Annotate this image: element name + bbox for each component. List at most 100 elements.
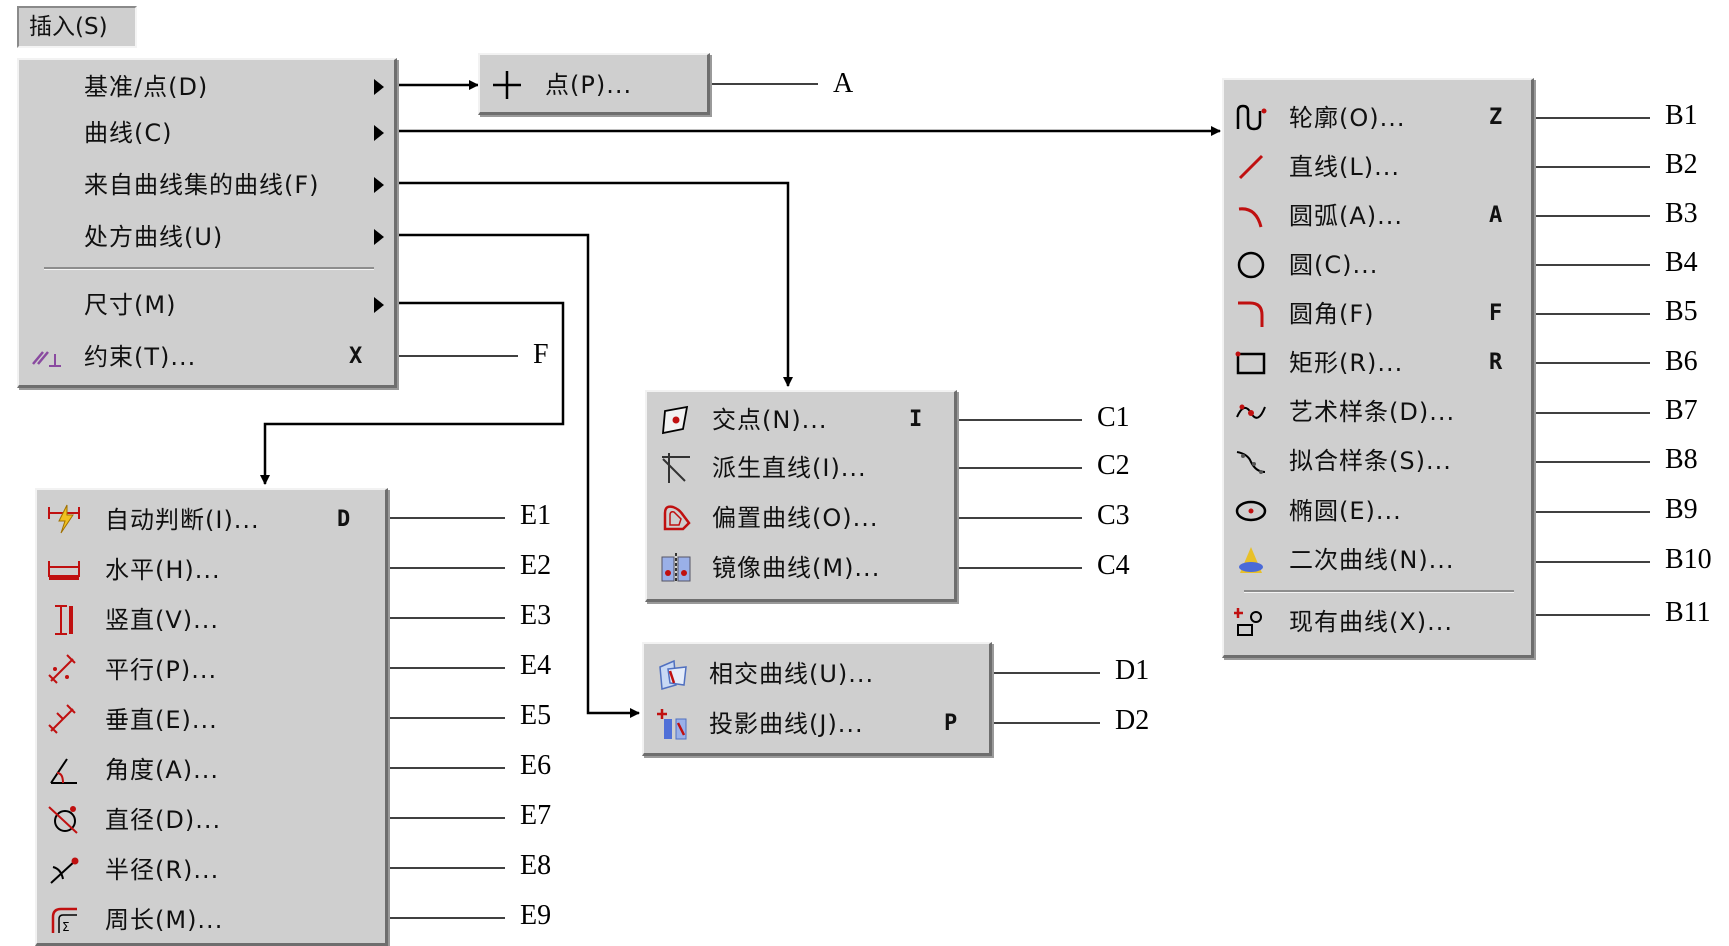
menu-item-intersection-point[interactable]: 交点(N)... I xyxy=(647,400,954,440)
menu-item-rectangle[interactable]: 矩形(R)... R xyxy=(1224,343,1531,383)
perimeter-dimension-icon: Σ xyxy=(47,903,81,937)
callout-b9: B9 xyxy=(1665,494,1698,525)
callout-b2: B2 xyxy=(1665,149,1698,180)
menu-item-label: 点(P)... xyxy=(545,71,633,99)
insert-menu: 基准/点(D) 曲线(C) 来自曲线集的曲线(F) 处方曲线(U) 尺寸(M) … xyxy=(17,58,397,388)
curve-from-curves-menu: 交点(N)... I 派生直线(I)... 偏置曲线(O)... 镜像曲线(M)… xyxy=(645,390,957,602)
fit-spline-icon xyxy=(1234,444,1268,478)
menu-item-project-curve[interactable]: 投影曲线(J)... P xyxy=(644,704,989,744)
menu-item-offset-curve[interactable]: 偏置曲线(O)... xyxy=(647,498,954,538)
menu-item-label: 现有曲线(X)... xyxy=(1289,608,1454,636)
menu-item-label: 交点(N)... xyxy=(712,406,828,434)
menu-item-label: 艺术样条(D)... xyxy=(1289,398,1456,426)
menu-item-curve[interactable]: 曲线(C) xyxy=(19,113,394,153)
callout-e9: E9 xyxy=(520,900,552,931)
inferred-dimension-icon xyxy=(47,503,81,537)
menu-item-accelerator: P xyxy=(944,711,958,736)
menu-item-accelerator: X xyxy=(349,344,363,369)
menu-item-curve-from-curves[interactable]: 来自曲线集的曲线(F) xyxy=(19,165,394,205)
derived-line-icon xyxy=(659,451,693,485)
menu-item-accelerator: R xyxy=(1489,350,1503,375)
menu-item-conic[interactable]: 二次曲线(N)... xyxy=(1224,540,1531,580)
horizontal-dimension-icon xyxy=(47,553,81,587)
menu-item-label: 垂直(E)... xyxy=(105,706,218,734)
dimension-menu: 自动判断(I)... D 水平(H)... 竖直(V)... 平行(P)... … xyxy=(35,488,388,946)
menu-item-accelerator: I xyxy=(909,407,923,432)
menu-item-label: 偏置曲线(O)... xyxy=(712,504,879,532)
menu-item-derived-line[interactable]: 派生直线(I)... xyxy=(647,448,954,488)
plus-icon xyxy=(490,68,524,102)
menu-item-line[interactable]: 直线(L)... xyxy=(1224,147,1531,187)
menu-item-label: 轮廓(O)... xyxy=(1289,104,1406,132)
diameter-dimension-icon xyxy=(47,803,81,837)
menu-item-horizontal-dimension[interactable]: 水平(H)... xyxy=(37,550,385,590)
menu-item-dimension[interactable]: 尺寸(M) xyxy=(19,285,394,325)
callout-b3: B3 xyxy=(1665,198,1698,229)
circle-icon xyxy=(1234,248,1268,282)
constraint-icon xyxy=(29,340,63,374)
conic-icon xyxy=(1234,543,1268,577)
menu-item-label: 派生直线(I)... xyxy=(712,454,867,482)
insert-menu-button[interactable]: 插入(S) xyxy=(17,6,137,48)
menu-item-label: 圆角(F) xyxy=(1289,300,1375,328)
callout-b1: B1 xyxy=(1665,100,1698,131)
callout-c3: C3 xyxy=(1097,500,1130,531)
submenu-arrow-icon xyxy=(374,79,384,95)
menu-item-existing-curve[interactable]: 现有曲线(X)... xyxy=(1224,602,1531,642)
rectangle-icon xyxy=(1234,346,1268,380)
intersection-point-icon xyxy=(659,403,693,437)
callout-e2: E2 xyxy=(520,550,552,581)
menu-item-fit-spline[interactable]: 拟合样条(S)... xyxy=(1224,441,1531,481)
menu-item-point[interactable]: 点(P)... xyxy=(480,65,707,105)
menu-item-label: 处方曲线(U) xyxy=(84,223,224,251)
menu-item-datum-point[interactable]: 基准/点(D) xyxy=(19,67,394,107)
menu-item-label: 平行(P)... xyxy=(105,656,218,684)
arrow-recipe-to-submenu xyxy=(385,233,640,718)
perpendicular-dimension-icon xyxy=(47,703,81,737)
callout-e5: E5 xyxy=(520,700,552,731)
menu-item-studio-spline[interactable]: 艺术样条(D)... xyxy=(1224,392,1531,432)
callout-b7: B7 xyxy=(1665,395,1698,426)
callout-b11: B11 xyxy=(1665,597,1711,628)
callout-e3: E3 xyxy=(520,600,552,631)
menu-item-parallel-dimension[interactable]: 平行(P)... xyxy=(37,650,385,690)
submenu-arrow-icon xyxy=(374,297,384,313)
menu-item-profile[interactable]: 轮廓(O)... Z xyxy=(1224,98,1531,138)
menu-item-perpendicular-dimension[interactable]: 垂直(E)... xyxy=(37,700,385,740)
menu-item-label: 圆(C)... xyxy=(1289,251,1379,279)
svg-text:Σ: Σ xyxy=(62,920,70,934)
menu-item-accelerator: D xyxy=(337,507,351,532)
menu-item-accelerator: A xyxy=(1489,203,1503,228)
callout-b8: B8 xyxy=(1665,444,1698,475)
project-curve-icon xyxy=(656,707,690,741)
callout-e6: E6 xyxy=(520,750,552,781)
menu-item-perimeter-dimension[interactable]: Σ 周长(M)... xyxy=(37,900,385,940)
menu-item-circle[interactable]: 圆(C)... xyxy=(1224,245,1531,285)
menu-item-intersection-curve[interactable]: 相交曲线(U)... xyxy=(644,654,989,694)
menu-item-accelerator: F xyxy=(1489,301,1503,326)
menu-item-label: 自动判断(I)... xyxy=(105,506,260,534)
menu-item-arc[interactable]: 圆弧(A)... A xyxy=(1224,196,1531,236)
menu-item-label: 二次曲线(N)... xyxy=(1289,546,1455,574)
menu-item-ellipse[interactable]: 椭圆(E)... xyxy=(1224,491,1531,531)
menu-item-label: 矩形(R)... xyxy=(1289,349,1404,377)
menu-item-angular-dimension[interactable]: 角度(A)... xyxy=(37,750,385,790)
menu-item-inferred-dimension[interactable]: 自动判断(I)... D xyxy=(37,500,385,540)
callout-e7: E7 xyxy=(520,800,552,831)
radius-dimension-icon xyxy=(47,853,81,887)
menu-item-label: 相交曲线(U)... xyxy=(709,660,875,688)
menu-item-recipe-curve[interactable]: 处方曲线(U) xyxy=(19,217,394,257)
menu-item-label: 镜像曲线(M)... xyxy=(712,554,881,582)
menu-item-label: 基准/点(D) xyxy=(84,73,209,101)
menu-item-constraint[interactable]: 约束(T)... X xyxy=(19,337,394,377)
ellipse-icon xyxy=(1234,494,1268,528)
menu-item-fillet[interactable]: 圆角(F) F xyxy=(1224,294,1531,334)
arrow-curvesfromset-to-submenu xyxy=(385,181,793,387)
menu-item-radius-dimension[interactable]: 半径(R)... xyxy=(37,850,385,890)
menu-item-diameter-dimension[interactable]: 直径(D)... xyxy=(37,800,385,840)
submenu-arrow-icon xyxy=(374,229,384,245)
point-menu: 点(P)... xyxy=(478,53,710,115)
menu-item-mirror-curve[interactable]: 镜像曲线(M)... xyxy=(647,548,954,588)
callout-b4: B4 xyxy=(1665,247,1698,278)
menu-item-vertical-dimension[interactable]: 竖直(V)... xyxy=(37,600,385,640)
